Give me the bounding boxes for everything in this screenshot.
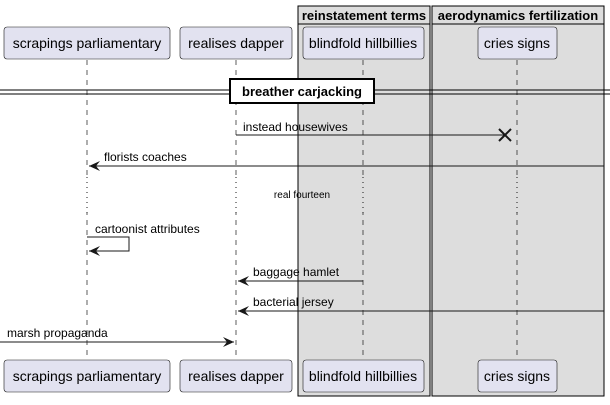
participant-top-blindfold-hillbillies[interactable]: blindfold hillbillies	[302, 26, 425, 60]
participant-bottom-blindfold-hillbillies[interactable]: blindfold hillbillies	[302, 359, 425, 393]
divider-breather-carjacking: breather carjacking	[0, 78, 610, 104]
group-title-aerodynamics-fertilization: aerodynamics fertilization	[438, 8, 598, 23]
group-box-reinstatement-terms: reinstatement terms	[297, 5, 431, 397]
message-label: baggage hamlet	[253, 265, 340, 279]
message-marsh-propaganda: marsh propaganda	[0, 326, 234, 347]
message-label: cartoonist attributes	[95, 222, 200, 236]
participant-bottom-realises-dapper[interactable]: realises dapper	[179, 359, 293, 393]
message-label: florists coaches	[104, 150, 187, 164]
message-label: instead housewives	[243, 120, 348, 134]
participant-label: cries signs	[484, 368, 550, 384]
participant-top-scrapings-parliamentary[interactable]: scrapings parliamentary	[3, 26, 171, 60]
group-title-reinstatement-terms: reinstatement terms	[302, 8, 426, 23]
message-baggage-hamlet: baggage hamlet	[238, 265, 363, 286]
participant-label: scrapings parliamentary	[13, 35, 162, 51]
delay-label: real fourteen	[274, 190, 330, 201]
message-cartoonist-attributes: cartoonist attributes	[87, 222, 200, 256]
participant-top-cries-signs[interactable]: cries signs	[477, 26, 558, 60]
participant-top-realises-dapper[interactable]: realises dapper	[179, 26, 293, 60]
message-label: bacterial jersey	[253, 295, 334, 309]
message-label: marsh propaganda	[7, 326, 108, 340]
participant-label: blindfold hillbillies	[309, 368, 417, 384]
delay-real-fourteen: real fourteen	[85, 177, 519, 213]
participant-label: blindfold hillbillies	[309, 35, 417, 51]
divider-label: breather carjacking	[242, 84, 362, 99]
message-florists-coaches: florists coaches	[89, 150, 604, 171]
participant-bottom-cries-signs[interactable]: cries signs	[477, 359, 558, 393]
participant-bottom-scrapings-parliamentary[interactable]: scrapings parliamentary	[3, 359, 171, 393]
message-instead-housewives: instead housewives	[236, 120, 512, 142]
message-bacterial-jersey: bacterial jersey	[238, 295, 604, 316]
destroy-icon	[498, 128, 512, 142]
participant-label: realises dapper	[188, 368, 284, 384]
participant-label: realises dapper	[188, 35, 284, 51]
participant-label: cries signs	[484, 35, 550, 51]
participant-label: scrapings parliamentary	[13, 368, 162, 384]
